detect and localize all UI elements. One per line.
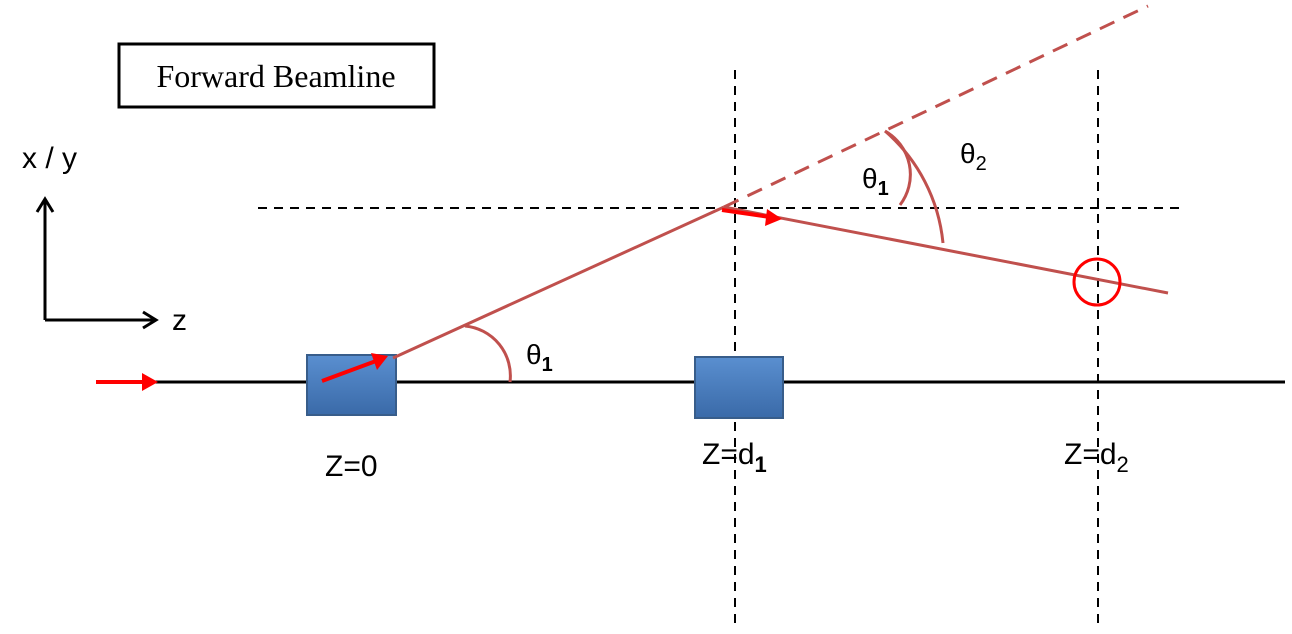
- position-label-z0: Z=0: [325, 450, 378, 483]
- guide-lines: [258, 70, 1185, 630]
- particle-trajectory: [392, 4, 1169, 383]
- magnet-2: [694, 356, 784, 419]
- incoming-arrow: [96, 373, 158, 391]
- title-frame: [117, 42, 436, 109]
- detector-marker: [1072, 257, 1122, 307]
- angle-label-theta1-lower: θ1: [526, 339, 553, 376]
- kick-arrow-2: [721, 208, 782, 226]
- title-text: Forward Beamline: [156, 58, 395, 94]
- direction-arrows: [96, 208, 782, 391]
- trajectory-extension: [723, 4, 1149, 209]
- coordinate-axes: [35, 196, 159, 330]
- title-box: Forward Beamline: [117, 42, 436, 109]
- magnet-1: [306, 354, 397, 416]
- angle-label-theta1-upper: θ1: [862, 163, 889, 200]
- vertical-axis-label: x / y: [22, 142, 77, 175]
- position-label-d2: Z=d2: [1064, 438, 1129, 477]
- kick-arrow-1: [321, 353, 388, 383]
- angle-arc-theta2: [884, 129, 945, 244]
- angle-arc-theta1-lower: [464, 324, 512, 383]
- horizontal-axis-arrowhead: [142, 310, 159, 330]
- trajectory-segment-2: [723, 205, 1169, 295]
- position-label-d1: Z=d1: [702, 438, 767, 477]
- vertical-axis-arrowhead: [35, 196, 55, 213]
- trajectory-segment-1: [392, 205, 725, 360]
- angle-label-theta2: θ2: [960, 138, 987, 175]
- horizontal-axis-label: z: [172, 304, 187, 337]
